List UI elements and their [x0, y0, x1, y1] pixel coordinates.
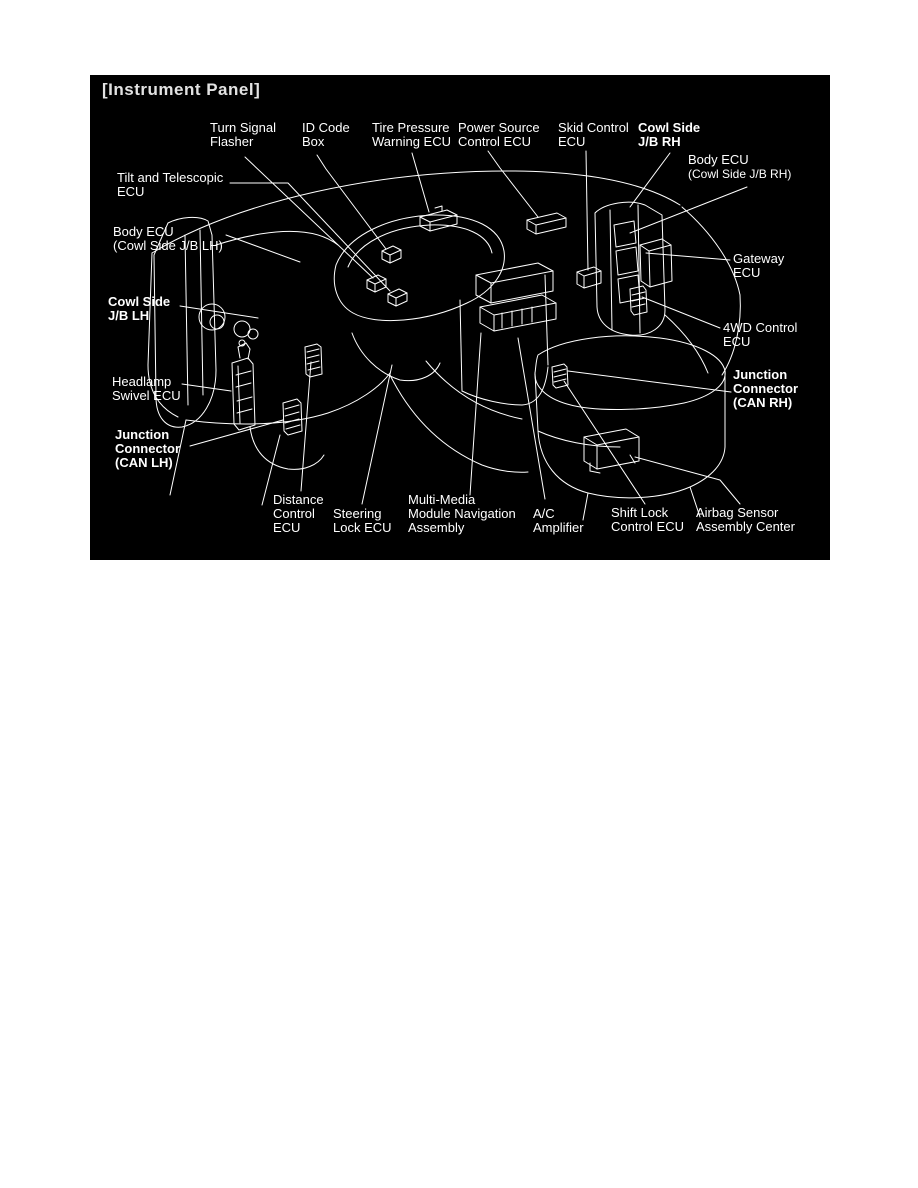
- label-4wd-control-ecu: 4WD Control ECU: [723, 321, 797, 349]
- component-distance-control-ecu: [304, 343, 323, 378]
- label-tilt-and-telescopic-ecu: Tilt and Telescopic ECU: [117, 171, 223, 199]
- label-line: ECU: [733, 265, 761, 280]
- label-ac-amplifier: A/C Amplifier: [533, 507, 584, 535]
- instrument-panel-diagram: [Instrument Panel] Turn Signal Flasher I…: [90, 75, 830, 560]
- label-shift-lock-control-ecu: Shift Lock Control ECU: [611, 506, 684, 534]
- label-line: Skid Control: [558, 120, 629, 135]
- label-line: Airbag Sensor: [696, 505, 779, 520]
- label-line: Gateway: [733, 251, 785, 266]
- label-steering-lock-ecu: Steering Lock ECU: [333, 507, 392, 535]
- label-line: Assembly Center: [696, 519, 795, 534]
- component-4wd-control-ecu: [629, 285, 648, 316]
- label-line: 4WD Control: [723, 320, 798, 335]
- label-junction-connector-can-rh: Junction Connector (CAN RH): [733, 368, 798, 410]
- label-line: ID Code: [302, 120, 350, 135]
- center-stack: [459, 262, 557, 406]
- label-line: J/B RH: [638, 134, 681, 149]
- center-console: [534, 335, 726, 521]
- label-line: Assembly: [408, 520, 465, 535]
- label-line: (CAN LH): [115, 455, 173, 470]
- component-junction-connector-can-lh: [282, 398, 303, 436]
- label-line: Box: [302, 134, 325, 149]
- label-line: Tire Pressure: [372, 120, 450, 135]
- label-id-code-box: ID Code Box: [302, 121, 350, 149]
- label-line: Swivel ECU: [112, 388, 181, 403]
- component-gateway-ecu: [639, 238, 673, 288]
- label-line: ECU: [723, 334, 751, 349]
- label-line: Turn Signal: [210, 120, 276, 135]
- component-id-code-box: [381, 245, 402, 264]
- label-line: ECU: [558, 134, 586, 149]
- component-skid-control-ecu: [576, 266, 602, 289]
- label-line: Control ECU: [458, 134, 531, 149]
- label-line: Multi-Media: [408, 492, 476, 507]
- label-line: Module Navigation: [408, 506, 516, 521]
- label-body-ecu-rh: Body ECU (Cowl Side J/B RH): [688, 152, 792, 182]
- label-line: Amplifier: [533, 520, 584, 535]
- label-line: Flasher: [210, 134, 254, 149]
- label-line: (CAN RH): [733, 395, 793, 410]
- label-line: Cowl Side: [108, 294, 171, 309]
- component-tire-pressure-warning-ecu: [419, 205, 458, 232]
- label-line: Connector: [115, 441, 180, 456]
- label-line: Shift Lock: [611, 505, 669, 520]
- label-body-ecu-lh: Body ECU (Cowl Side J/B LH): [113, 225, 223, 253]
- component-tilt-telescopic-ecu: [387, 288, 408, 307]
- label-headlamp-swivel-ecu: Headlamp Swivel ECU: [112, 375, 181, 403]
- label-line: Headlamp: [112, 374, 172, 389]
- label-line: Steering: [333, 506, 382, 521]
- label-line: Junction: [733, 367, 788, 382]
- label-line: ECU: [273, 520, 301, 535]
- label-line: J/B LH: [108, 308, 150, 323]
- label-power-source-control-ecu: Power Source Control ECU: [458, 121, 540, 149]
- label-skid-control-ecu: Skid Control ECU: [558, 121, 629, 149]
- label-multi-media-module: Multi-Media Module Navigation Assembly: [408, 493, 516, 535]
- instrument-panel-illustration: [147, 150, 748, 521]
- label-line: Power Source: [458, 120, 540, 135]
- component-power-source-control-ecu: [526, 212, 567, 235]
- label-line: Distance: [273, 492, 324, 507]
- label-line: A/C: [533, 506, 555, 521]
- label-cowl-side-jb-rh: Cowl Side J/B RH: [638, 121, 700, 149]
- label-cowl-side-jb-lh: Cowl Side J/B LH: [108, 295, 170, 323]
- dashboard-outline: [147, 170, 741, 506]
- label-distance-control-ecu: Distance Control ECU: [273, 493, 324, 535]
- label-line: Control ECU: [611, 519, 684, 534]
- cowl-side-jb-rh-panel: [594, 201, 666, 336]
- label-line: Connector: [733, 381, 798, 396]
- label-airbag-sensor-assembly: Airbag Sensor Assembly Center: [696, 506, 795, 534]
- label-tire-pressure-warning-ecu: Tire Pressure Warning ECU: [372, 121, 451, 149]
- diagram-title: [Instrument Panel]: [102, 80, 261, 99]
- label-line: (Cowl Side J/B RH): [688, 167, 792, 181]
- label-line: Body ECU: [113, 224, 174, 239]
- label-line: Cowl Side: [638, 120, 701, 135]
- label-line: Body ECU: [688, 152, 749, 167]
- label-turn-signal-flasher: Turn Signal Flasher: [210, 121, 276, 149]
- label-line: Lock ECU: [333, 520, 392, 535]
- component-headlamp-swivel-ecu: [231, 339, 256, 431]
- leader-lines: [179, 150, 748, 505]
- cowl-side-jb-lh-panel: [153, 216, 259, 428]
- label-line: Junction: [115, 427, 170, 442]
- label-gateway-ecu: Gateway ECU: [733, 252, 784, 280]
- label-line: Control: [273, 506, 315, 521]
- component-airbag-sensor-assembly: [583, 428, 640, 474]
- label-line: Tilt and Telescopic: [117, 170, 224, 185]
- label-line: Warning ECU: [372, 134, 451, 149]
- label-junction-connector-can-lh: Junction Connector (CAN LH): [115, 428, 180, 470]
- instrument-hood: [333, 214, 505, 382]
- component-shift-lock-and-can-rh-connectors: [551, 363, 569, 389]
- label-line: (Cowl Side J/B LH): [113, 238, 223, 253]
- label-line: ECU: [117, 184, 145, 199]
